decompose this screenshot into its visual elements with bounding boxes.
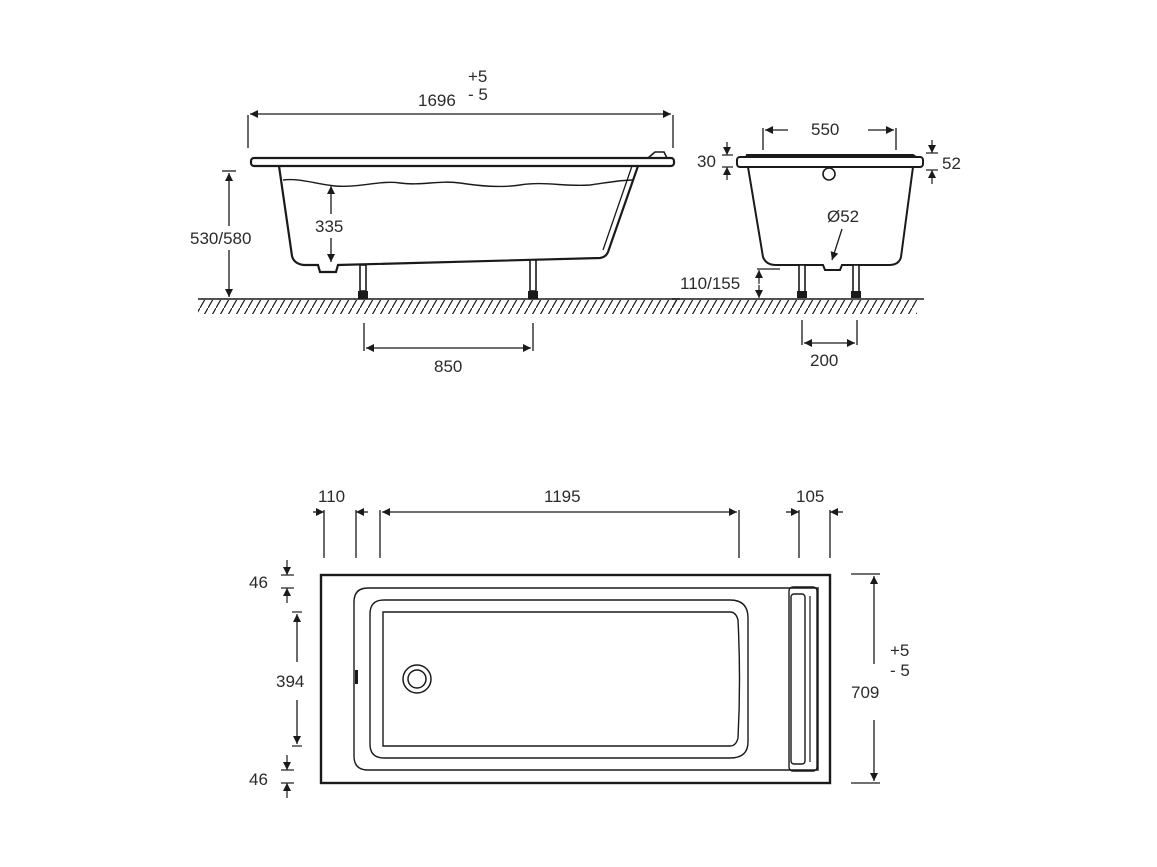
tub-end-profile bbox=[736, 154, 924, 298]
leg-spacing-value: 850 bbox=[434, 357, 462, 376]
leg-height-dimension: 110/155 bbox=[680, 268, 780, 298]
top-rim-dimension: 46 bbox=[249, 560, 294, 603]
end-inner-width-dimension: 550 bbox=[762, 120, 897, 150]
bottom-rim-dimension: 46 bbox=[249, 755, 294, 798]
rim-height-value: 52 bbox=[942, 154, 961, 173]
height-value: 530/580 bbox=[190, 229, 251, 248]
tub-top-outline bbox=[319, 573, 832, 785]
tub-side-profile bbox=[249, 151, 676, 299]
inner-width-value: 394 bbox=[276, 672, 304, 691]
floor-side-view bbox=[198, 298, 680, 314]
inner-length-value: 1195 bbox=[544, 487, 581, 506]
rim-thickness-dimension: 30 bbox=[697, 142, 733, 180]
end-view: 550 30 bbox=[672, 120, 961, 370]
end-inner-width-value: 550 bbox=[811, 120, 839, 139]
length-tol-plus: +5 bbox=[468, 67, 487, 86]
top-view: 110 1195 105 bbox=[249, 487, 910, 798]
leg-left bbox=[358, 264, 368, 299]
width-tol-minus: - 5 bbox=[890, 661, 910, 680]
side-view: 1696 +5 - 5 bbox=[190, 67, 680, 376]
inner-width-dimension: 394 bbox=[276, 611, 304, 747]
overall-width-dimension: 709 +5 - 5 bbox=[851, 573, 910, 784]
floor-end-view bbox=[672, 298, 924, 314]
inner-length-dimension: 1195 bbox=[379, 487, 740, 558]
right-rim-value: 105 bbox=[796, 487, 824, 506]
overall-length-dimension: 1696 +5 - 5 bbox=[247, 67, 674, 148]
water-depth-value: 335 bbox=[315, 217, 343, 236]
end-leg-left bbox=[797, 264, 807, 298]
left-rim-value: 110 bbox=[318, 487, 345, 506]
leg-right bbox=[528, 259, 538, 299]
width-tol-plus: +5 bbox=[890, 641, 909, 660]
water-depth-dimension: 335 bbox=[315, 186, 343, 262]
leg-spacing-dimension: 850 bbox=[363, 323, 534, 376]
rim-thickness-value: 30 bbox=[697, 152, 716, 171]
drain-diameter-value: Ø52 bbox=[827, 207, 859, 226]
end-leg-spacing-dimension: 200 bbox=[801, 320, 858, 370]
drain-diameter-callout: Ø52 bbox=[827, 207, 859, 261]
length-tol-minus: - 5 bbox=[468, 85, 488, 104]
right-rim-dimension: 105 bbox=[786, 487, 843, 558]
end-leg-spacing-value: 200 bbox=[810, 351, 838, 370]
rim-height-dimension: 52 bbox=[926, 140, 961, 184]
end-leg-right bbox=[851, 264, 861, 298]
bottom-rim-value: 46 bbox=[249, 770, 268, 789]
top-rim-value: 46 bbox=[249, 573, 268, 592]
height-dimension: 530/580 bbox=[190, 170, 251, 297]
overall-width-value: 709 bbox=[851, 683, 879, 702]
overall-length-value: 1696 bbox=[418, 91, 456, 110]
leg-height-value: 110/155 bbox=[680, 274, 740, 293]
left-rim-dimension: 110 bbox=[313, 487, 368, 558]
